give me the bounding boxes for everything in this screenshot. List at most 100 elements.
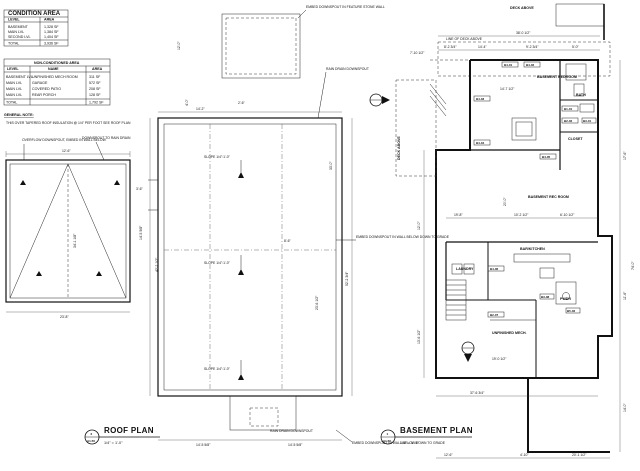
basement-dim-top-a: 8'-2 3/4" (444, 45, 457, 49)
roof-slope-label: SLOPE 1/4":1'-0" (204, 261, 231, 265)
tag-label: B4-04 (476, 141, 485, 145)
tag-label: B1-01 (564, 107, 573, 111)
basement-plan: BASEMENT BEDROOM BATH CLOSET BASEMENT RE… (395, 3, 635, 459)
roof-plan-title-block: 2 A1.50 ROOF PLAN 1/4" = 1'-0" (84, 426, 160, 445)
basement-dim-left-b: 13'-6 1/2" (417, 329, 421, 344)
nonconditioned-row-name: UNFINISHED MECH ROOM (32, 75, 78, 79)
roof-main-dim-width: 23'-6 1/2" (315, 295, 319, 310)
condition-row-level: MAIN LVL (8, 30, 24, 34)
basement-dim-bottom-b: 4'-10" (520, 453, 529, 457)
basement-dim-bottom-c: 20'-1 1/2" (572, 453, 587, 457)
condition-row-area: 1,328 SF (44, 25, 59, 29)
tag-label: B4-01 (504, 63, 513, 67)
condition-row-level: SECOND LVL (8, 35, 31, 39)
tag-label: B5-02 (567, 309, 576, 313)
basement-dim-top-d: 7'-10 1/2" (410, 51, 425, 55)
roof-main-section: SLOPE 1/4":1'-0" SLOPE 1/4":1'-0" SLOPE … (148, 13, 353, 447)
nonconditioned-row-name: REAR PORCH (32, 93, 56, 97)
nonconditioned-row-level: MAIN LVL (6, 87, 22, 91)
room-closet: CLOSET (568, 137, 583, 141)
roof-note-rain-drain-bottom: RAIN DRAIN DOWNSPOUT (270, 429, 313, 433)
roof-main-dim-tall-3: 4'-0" (185, 98, 189, 106)
section-marker (369, 93, 390, 107)
roof-note-rain-drain-top: RAIN DRAIN DOWNSPOUT (326, 67, 369, 71)
roof-plan-scale: 1/4" = 1'-0" (104, 441, 123, 445)
roof-plan-tag-number: 2 (91, 432, 93, 436)
condition-area-table: CONDITION AREA LEVEL AREA BASEMENT 1,328… (3, 9, 69, 47)
roof-plan-title: ROOF PLAN (104, 426, 154, 435)
roof-note-embed-bottom: EMBED DOWNSPOUT IN WALL BELOW DOWN TO GR… (352, 441, 446, 445)
roof-slope-label: SLOPE 1/4":1'-0" (204, 367, 231, 371)
label-deck-above-left: DECK ABOVE (397, 136, 401, 160)
nonconditioned-row-area: 311 SF (89, 75, 101, 79)
nonconditioned-row-name: COVERED PATIO (32, 87, 61, 91)
nonconditioned-area-table: NON-CONDITIONED AREA LEVEL NAME AREA BAS… (3, 58, 111, 106)
nonconditioned-col-area: AREA (92, 67, 103, 71)
room-unfinished-mech: UNFINISHED MECH. (492, 331, 527, 335)
nonconditioned-col-level: LEVEL (7, 67, 19, 71)
nonconditioned-table-title: NON-CONDITIONED AREA (34, 61, 80, 65)
room-basement-bedroom: BASEMENT BEDROOM (537, 75, 577, 79)
roof-main-dim-mid: 8'-6" (284, 239, 292, 243)
roof-slope-label: SLOPE 1/4":1'-0" (204, 155, 231, 159)
room-bath: BATH (576, 93, 586, 97)
basement-plan-tag-sheet: A1.50 (383, 439, 391, 443)
basement-dim-top-e: 5'-0" (572, 45, 580, 49)
nonconditioned-row-level: BASEMENT LVL (6, 75, 33, 79)
tag-label: B4-03 (476, 97, 485, 101)
roof-note-embed-top: EMBED DOWNSPOUT IN FEATURE STONE WALL (306, 5, 385, 9)
basement-dim-top-c: 9'-2 3/4" (526, 45, 539, 49)
basement-dim-rec-width: 19'-8" (454, 213, 463, 217)
nonconditioned-row-name: GARAGE (32, 81, 48, 85)
roof-main-dim-overall: 52'-2 3/4" (345, 271, 349, 286)
basement-dim-top-overall: 38'-0 1/2" (516, 31, 531, 35)
room-pwdr: PWDR (560, 297, 571, 301)
nonconditioned-row-area: 128 SF (89, 93, 101, 97)
roof-main-dim-top: 14'-2" (196, 107, 205, 111)
tag-label: B4-06 (490, 267, 499, 271)
roof-main-dim-side: 33'-0" (329, 161, 333, 170)
tag-label: B2-02 (564, 119, 573, 123)
room-laundry: LAUNDRY (456, 267, 474, 271)
condition-col-level: LEVEL (8, 18, 20, 22)
element-tags: B4-01 B4-02 B4-03 B4-04 B1-01 B2-02 B3-0… (473, 61, 597, 318)
stair (445, 279, 467, 321)
condition-total-label: TOTAL (8, 42, 19, 46)
basement-plan-tag-number: 1 (387, 432, 389, 436)
roof-main-dim-tall-1: 42'-2 1/2" (155, 257, 159, 272)
condition-col-area: AREA (44, 18, 55, 22)
roof-note-embed-mid: EMBED DOWNSPOUT IN WALL BELOW DOWN TO GR… (356, 235, 450, 239)
roof-main-dim-bottom-1: 14'-5 5/8" (196, 443, 211, 447)
basement-plan-title: BASEMENT PLAN (400, 426, 473, 435)
general-note: GENERAL NOTE: THIS OVER TAPERED ROOF INS… (4, 113, 131, 125)
condition-row-area: 1,384 SF (44, 30, 59, 34)
nonconditioned-row-area: 208 SF (89, 87, 101, 91)
basement-dim-mech-width: 19'-0 1/2" (492, 357, 507, 361)
nonconditioned-total-label: TOTAL (6, 101, 17, 105)
roof-left-dim-height-2: 3'-6" (136, 187, 144, 191)
nonconditioned-row-level: MAIN LVL (6, 81, 22, 85)
basement-dim-right-a: 17'-6" (623, 151, 627, 160)
general-note-heading: GENERAL NOTE: (4, 113, 34, 117)
label-deck-above-top: DECK ABOVE (510, 6, 534, 10)
nonconditioned-total-value: 1,792 SF (89, 101, 104, 105)
roof-left-dim-bottom: 23'-8" (60, 315, 69, 319)
condition-row-level: BASEMENT (8, 25, 29, 29)
tag-label: B4-02 (526, 63, 535, 67)
nonconditioned-col-name: NAME (48, 67, 59, 71)
condition-total-value: 3,936 SF (44, 42, 59, 46)
label-line-of-deck-above: LINE OF DECK ABOVE (446, 37, 483, 41)
basement-plan-scale: 1/4" = 1'-0" (400, 441, 419, 445)
section-marker (461, 341, 475, 362)
tag-label: B3-01 (583, 119, 592, 123)
roof-note-downspout: DOWNSPOUT TO RAIN DRAIN (82, 136, 131, 140)
basement-dim-bottom-overall: 37'-6 3/4" (470, 391, 485, 395)
condition-row-area: 1,404 SF (44, 35, 59, 39)
roof-left-dim-width: 34'-1 1/8" (73, 233, 77, 248)
roof-main-dim-low: 2'-6" (238, 101, 246, 105)
basement-dim-top-b: 14'-4" (478, 45, 487, 49)
basement-dim-rec-height: 20'-0" (503, 197, 507, 206)
basement-dim-right-c: 14'-0" (623, 403, 627, 412)
basement-dim-bottom-a: 12'-6" (444, 453, 453, 457)
